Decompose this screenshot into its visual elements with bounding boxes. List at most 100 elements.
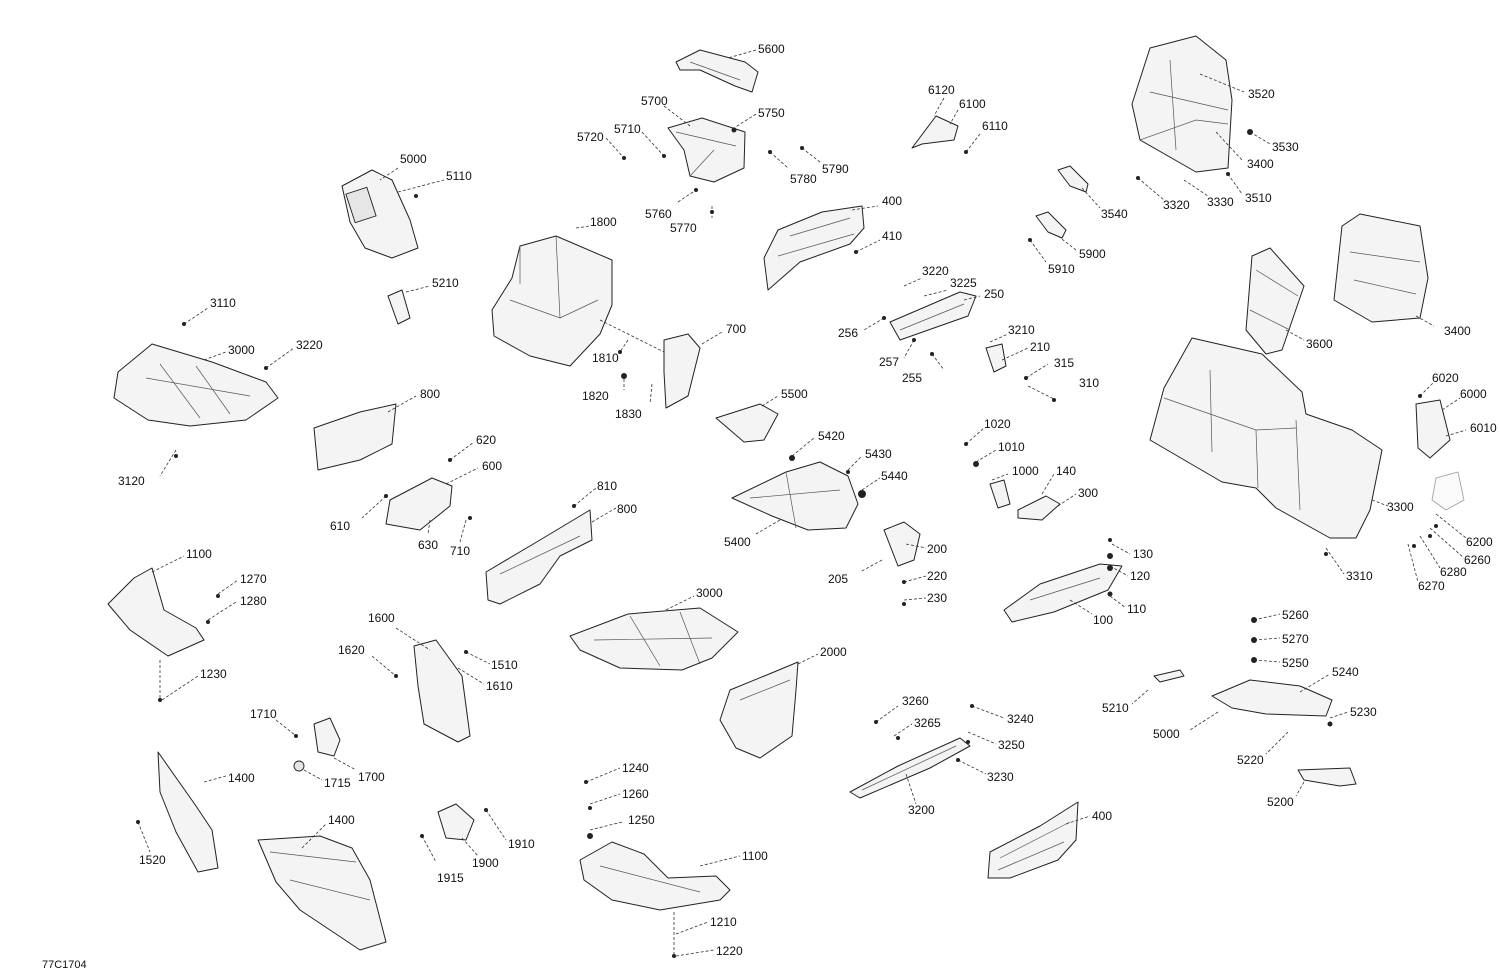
callout-3220-mid: 3220 [922, 264, 949, 278]
callout-6010: 6010 [1470, 421, 1497, 435]
callout-2000: 2000 [820, 645, 847, 659]
part-5200 [1297, 767, 1357, 787]
callout-300: 300 [1078, 486, 1098, 500]
callout-3210: 3210 [1008, 323, 1035, 337]
callout-5210-right: 5210 [1102, 701, 1129, 715]
callout-1510: 1510 [491, 658, 518, 672]
callout-3310: 3310 [1346, 569, 1373, 583]
callout-1610: 1610 [486, 679, 513, 693]
callout-5260: 5260 [1282, 608, 1309, 622]
part-1000 [989, 479, 1011, 509]
callout-5270: 5270 [1282, 632, 1309, 646]
callout-1240: 1240 [622, 761, 649, 775]
part-1700 [313, 717, 341, 757]
callout-5200: 5200 [1267, 795, 1294, 809]
callout-5720: 5720 [577, 130, 604, 144]
callout-3220-left: 3220 [296, 338, 323, 352]
part-1600 [413, 639, 471, 743]
fastener-dots [136, 127, 1438, 958]
callout-5710: 5710 [614, 122, 641, 136]
callout-3260: 3260 [902, 694, 929, 708]
callout-1250: 1250 [628, 813, 655, 827]
callout-1270: 1270 [240, 572, 267, 586]
part-210 [985, 343, 1007, 373]
callout-5780: 5780 [790, 172, 817, 186]
callout-5770: 5770 [670, 221, 697, 235]
part-5900 [1035, 211, 1067, 239]
callout-1400-left: 1400 [228, 771, 255, 785]
callout-3110: 3110 [210, 296, 236, 310]
callout-5000-right: 5000 [1153, 727, 1180, 741]
callout-1715: 1715 [324, 776, 351, 790]
callout-1520: 1520 [139, 853, 166, 867]
callout-800-left: 800 [420, 387, 440, 401]
callout-5250: 5250 [1282, 656, 1309, 670]
callout-210: 210 [1030, 340, 1050, 354]
part-3540 [1057, 165, 1089, 193]
callout-1900: 1900 [472, 856, 499, 870]
part-5500 [715, 403, 779, 443]
callout-3330: 3330 [1207, 195, 1234, 209]
callout-1810: 1810 [592, 351, 619, 365]
part-3400-right [1333, 213, 1429, 323]
callout-3240: 3240 [1007, 712, 1034, 726]
callout-130: 130 [1133, 547, 1153, 561]
part-5700 [667, 117, 746, 183]
callout-120: 120 [1130, 569, 1150, 583]
part-800-mid [485, 509, 593, 605]
callout-1210: 1210 [710, 915, 737, 929]
callout-1710: 1710 [250, 707, 277, 721]
callout-3510: 3510 [1245, 191, 1272, 205]
callout-6120: 6120 [928, 83, 955, 97]
part-1800 [491, 235, 613, 367]
part-1100-bottom [579, 841, 731, 911]
callout-5790: 5790 [822, 162, 849, 176]
callout-230: 230 [927, 591, 947, 605]
callout-250: 250 [984, 287, 1004, 301]
callout-5440: 5440 [881, 469, 908, 483]
callout-5430: 5430 [865, 447, 892, 461]
callout-5500: 5500 [781, 387, 808, 401]
callout-205: 205 [828, 572, 848, 586]
part-250 [889, 291, 977, 341]
part-3300 [1149, 337, 1383, 539]
callout-800-mid: 800 [617, 502, 637, 516]
callout-400-top: 400 [882, 194, 902, 208]
callout-6280: 6280 [1440, 565, 1467, 579]
part-2000 [719, 661, 799, 759]
part-1400-bottom [257, 835, 387, 951]
callout-1100-left: 1100 [186, 547, 212, 561]
callout-6110: 6110 [982, 119, 1008, 133]
part-6000 [1415, 399, 1451, 459]
callout-5700: 5700 [641, 94, 668, 108]
part-400-top [763, 205, 865, 291]
callout-6100: 6100 [959, 97, 986, 111]
callout-labels: 5600 5700 5750 5720 5710 5780 5790 5760 … [118, 42, 1497, 958]
callout-256: 256 [838, 326, 858, 340]
callout-1400-bottom: 1400 [328, 813, 355, 827]
callout-140: 140 [1056, 464, 1076, 478]
part-800-left [313, 403, 397, 471]
callout-1220: 1220 [716, 944, 743, 958]
part-5400 [731, 461, 859, 531]
part-5210-top [387, 289, 411, 325]
callout-1020: 1020 [984, 417, 1011, 431]
part-5600 [675, 49, 759, 93]
callout-3300: 3300 [1387, 500, 1414, 514]
callout-1010: 1010 [998, 440, 1025, 454]
callout-1830: 1830 [615, 407, 642, 421]
part-3400-top [1131, 35, 1233, 173]
callout-5110: 5110 [446, 169, 472, 183]
callout-3230: 3230 [987, 770, 1014, 784]
callout-620: 620 [476, 433, 496, 447]
part-3000-left [113, 343, 279, 427]
callout-1820: 1820 [582, 389, 609, 403]
callout-257: 257 [879, 355, 899, 369]
callout-6200: 6200 [1466, 535, 1493, 549]
callout-3400-top: 3400 [1247, 157, 1274, 171]
callout-5240: 5240 [1332, 665, 1359, 679]
callout-3540: 3540 [1101, 207, 1128, 221]
callout-3225: 3225 [950, 276, 977, 290]
callout-700: 700 [726, 322, 746, 336]
